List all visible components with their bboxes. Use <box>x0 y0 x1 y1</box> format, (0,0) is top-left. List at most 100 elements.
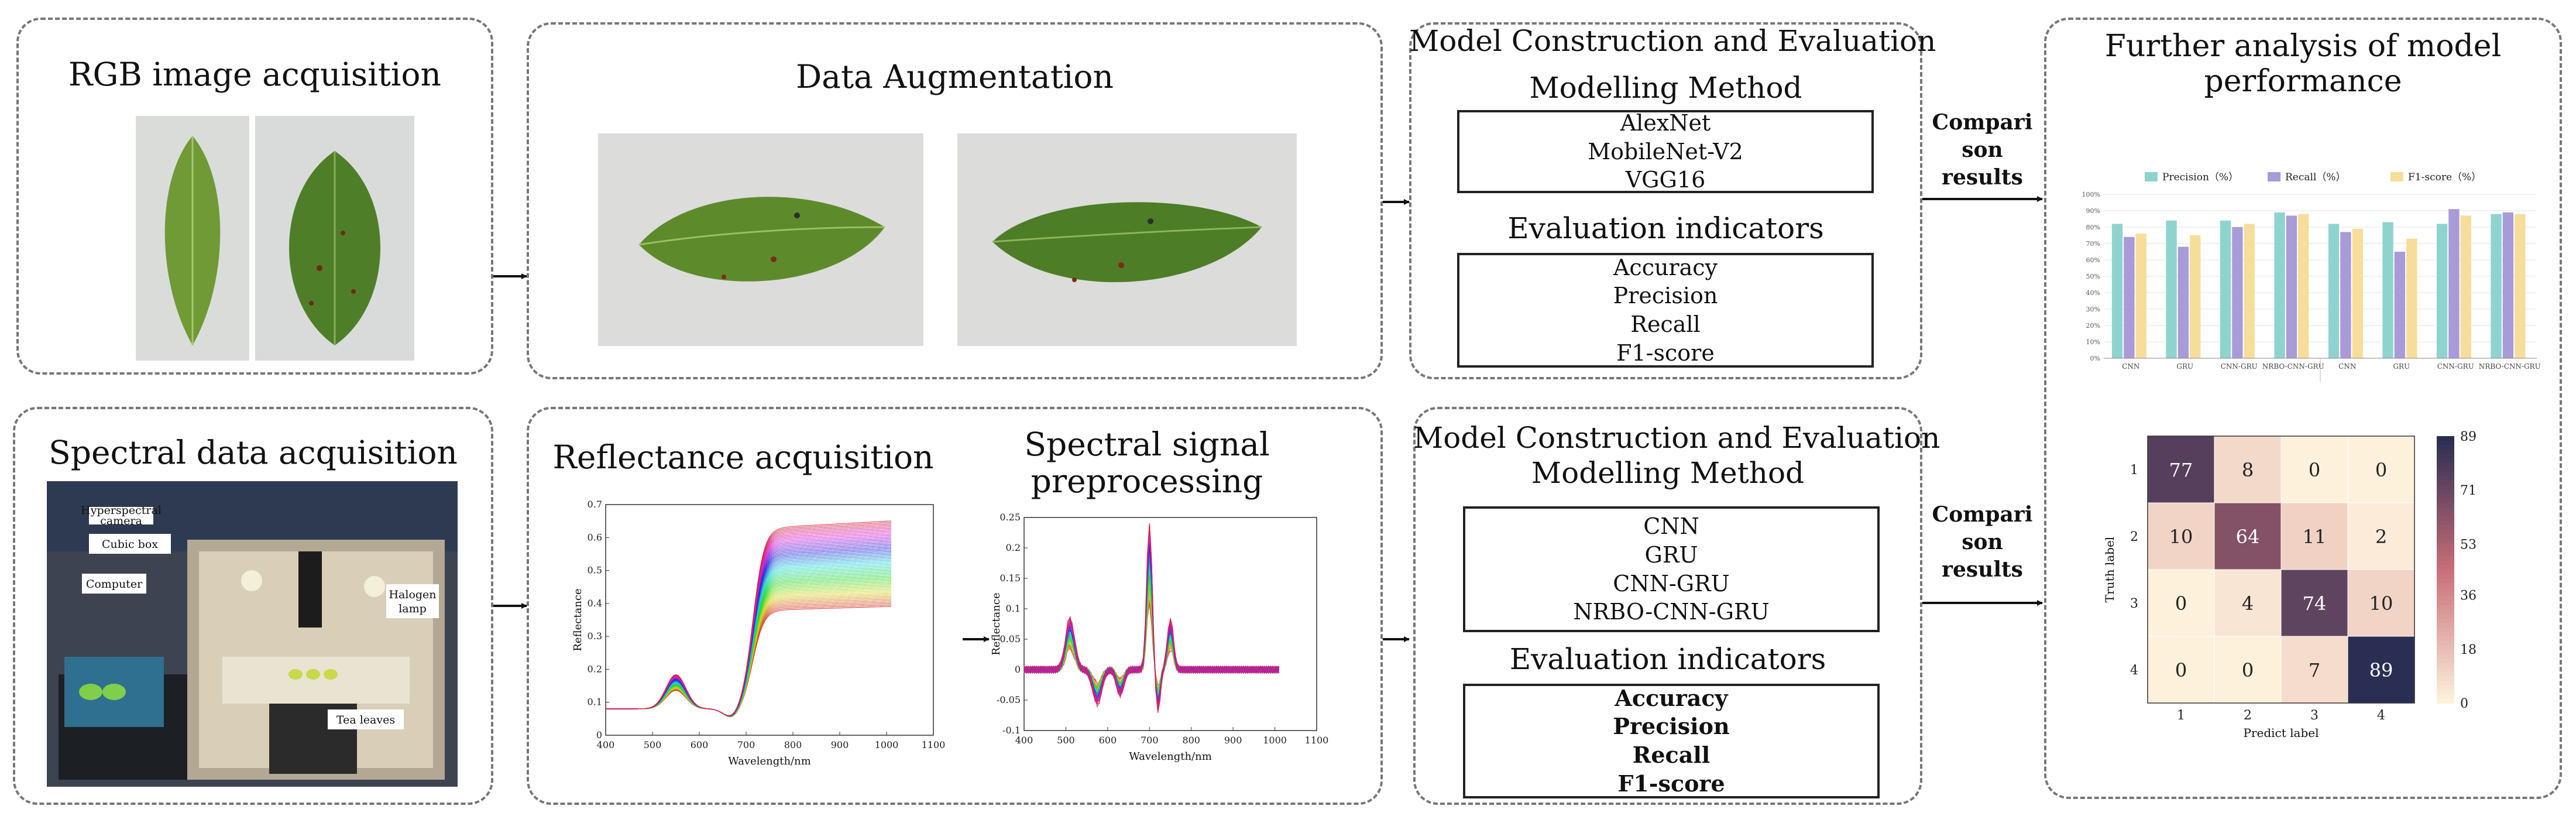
comparison-line: Compari <box>1932 502 2033 527</box>
legend-swatch <box>2145 172 2158 181</box>
indicator-item: Recall <box>1630 311 1701 337</box>
colorbar-segment <box>2437 445 2454 450</box>
further-title: Further analysis of model performance <box>2044 29 2562 100</box>
label-cubic-box: Cubic box <box>102 538 158 551</box>
colorbar-segment <box>2437 659 2454 664</box>
colorbar-segment <box>2437 503 2454 508</box>
spectral-curve <box>606 585 892 717</box>
leaf-photo-back <box>255 116 414 361</box>
bar <box>2382 222 2393 358</box>
colorbar-segment <box>2437 476 2454 481</box>
y-tick-label: 0.1 <box>1006 603 1021 614</box>
spectral-processing-panel <box>527 407 1383 805</box>
bar <box>2406 238 2417 358</box>
x-tick-label: GRU <box>2393 362 2410 371</box>
x-tick-label: 900 <box>831 739 849 750</box>
y-tick-label: 70% <box>2086 240 2100 248</box>
y-axis-label: Reflectance <box>990 592 1002 655</box>
colorbar-segment <box>2437 609 2454 615</box>
indicator-item: Precision <box>1613 713 1730 740</box>
colorbar-segment <box>2437 507 2454 513</box>
cell-value: 8 <box>2242 459 2254 481</box>
spectral-curve <box>606 574 892 717</box>
cell-value: 10 <box>2369 592 2393 615</box>
bar <box>2491 214 2502 358</box>
model-bottom-indicators-box: Accuracy Precision Recall F1-score <box>1463 684 1880 798</box>
y-tick-label: 0% <box>2090 355 2100 362</box>
cell-value: 77 <box>2169 459 2193 481</box>
bar <box>2244 224 2255 358</box>
y-tick-label: 50% <box>2086 273 2100 280</box>
further-title-line: performance <box>2204 63 2402 99</box>
y-tick-label: 0.2 <box>588 663 602 674</box>
y-tick-label: 0.25 <box>1000 512 1021 523</box>
preprocess-title-line: Spectral signal <box>1024 426 1270 463</box>
colorbar-segment <box>2437 436 2454 441</box>
method-item: CNN <box>1643 513 1699 540</box>
reflectance-title: Reflectance acquisition <box>552 438 934 476</box>
matrix-cell <box>2214 569 2282 637</box>
spectral-acquisition-panel <box>13 407 493 805</box>
matrix-cell <box>2214 636 2282 704</box>
hyperspectral-setup-photo: Hyperspectral camera Cubic box Computer … <box>47 481 458 787</box>
colorbar-segment <box>2437 498 2454 503</box>
y-tick-label: 0.7 <box>588 499 602 510</box>
colorbar-segment <box>2437 516 2454 522</box>
matrix-cell <box>2347 569 2415 637</box>
x-tick-label: GRU <box>2176 362 2193 371</box>
colorbar-segment <box>2437 671 2454 677</box>
method-item: MobileNet-V2 <box>1588 138 1743 164</box>
rgb-panel-title: RGB image acquisition <box>68 56 441 93</box>
colorbar-segment <box>2437 538 2454 544</box>
bar <box>2111 224 2123 358</box>
y-axis-label: Truth label <box>2103 537 2117 602</box>
x-tick-label: 400 <box>597 739 615 750</box>
y-tick-label: 40% <box>2086 289 2100 297</box>
legend-label: Precision（%） <box>2162 172 2238 183</box>
spectral-curve <box>606 522 892 716</box>
spectral-curve <box>606 575 892 717</box>
y-tick-label: 3 <box>2130 596 2138 611</box>
colorbar-segment <box>2437 493 2454 499</box>
method-item: VGG16 <box>1625 167 1706 193</box>
colorbar-tick-label: 0 <box>2460 697 2468 711</box>
colorbar-segment <box>2437 574 2454 580</box>
colorbar-tick-label: 53 <box>2460 537 2477 552</box>
further-title-line: Further analysis of model <box>2104 29 2502 64</box>
y-tick-label: 0.1 <box>588 697 602 708</box>
colorbar-segment <box>2437 654 2454 659</box>
y-tick-label: -0.05 <box>997 694 1021 705</box>
comparison-results-bottom: Compari son results <box>1922 501 2042 583</box>
matrix-frame <box>2147 436 2415 704</box>
bar <box>2328 224 2340 358</box>
x-tick-label: 500 <box>1057 735 1075 746</box>
label-lamp: lamp <box>399 602 427 615</box>
y-tick-label: -0.1 <box>1002 725 1021 736</box>
matrix-cell <box>2347 502 2415 570</box>
comparison-results-top: Compari son results <box>1922 109 2042 191</box>
x-tick-label: 1000 <box>1263 735 1287 746</box>
legend-label: Recall（%） <box>2285 172 2346 183</box>
colorbar-segment <box>2437 467 2454 472</box>
performance-bar-chart: Precision（%）Recall（%）F1-score（%）0%10%20%… <box>2082 172 2541 382</box>
x-tick-label: 700 <box>737 739 755 750</box>
label-halogen: Halogen <box>389 588 436 601</box>
matrix-cell <box>2280 569 2348 637</box>
cell-value: 0 <box>2309 459 2320 481</box>
bar <box>2460 215 2471 358</box>
label-computer: Computer <box>86 578 143 591</box>
matrix-cell <box>2280 636 2348 704</box>
legend-label: F1-score（%） <box>2408 172 2481 183</box>
spectral-curve <box>606 524 892 716</box>
spectral-panel-title: Spectral data acquisition <box>49 434 458 471</box>
cell-value: 0 <box>2175 659 2187 681</box>
method-item: CNN-GRU <box>1613 570 1730 596</box>
comparison-line: results <box>1942 557 2023 582</box>
cell-value: 0 <box>2175 592 2187 615</box>
bar <box>2298 214 2309 358</box>
bar <box>2502 212 2514 358</box>
x-tick-label: CNN <box>2338 362 2356 371</box>
spectral-curves <box>606 520 892 718</box>
colorbar-segment <box>2437 489 2454 495</box>
colorbar-segment <box>2437 570 2454 575</box>
